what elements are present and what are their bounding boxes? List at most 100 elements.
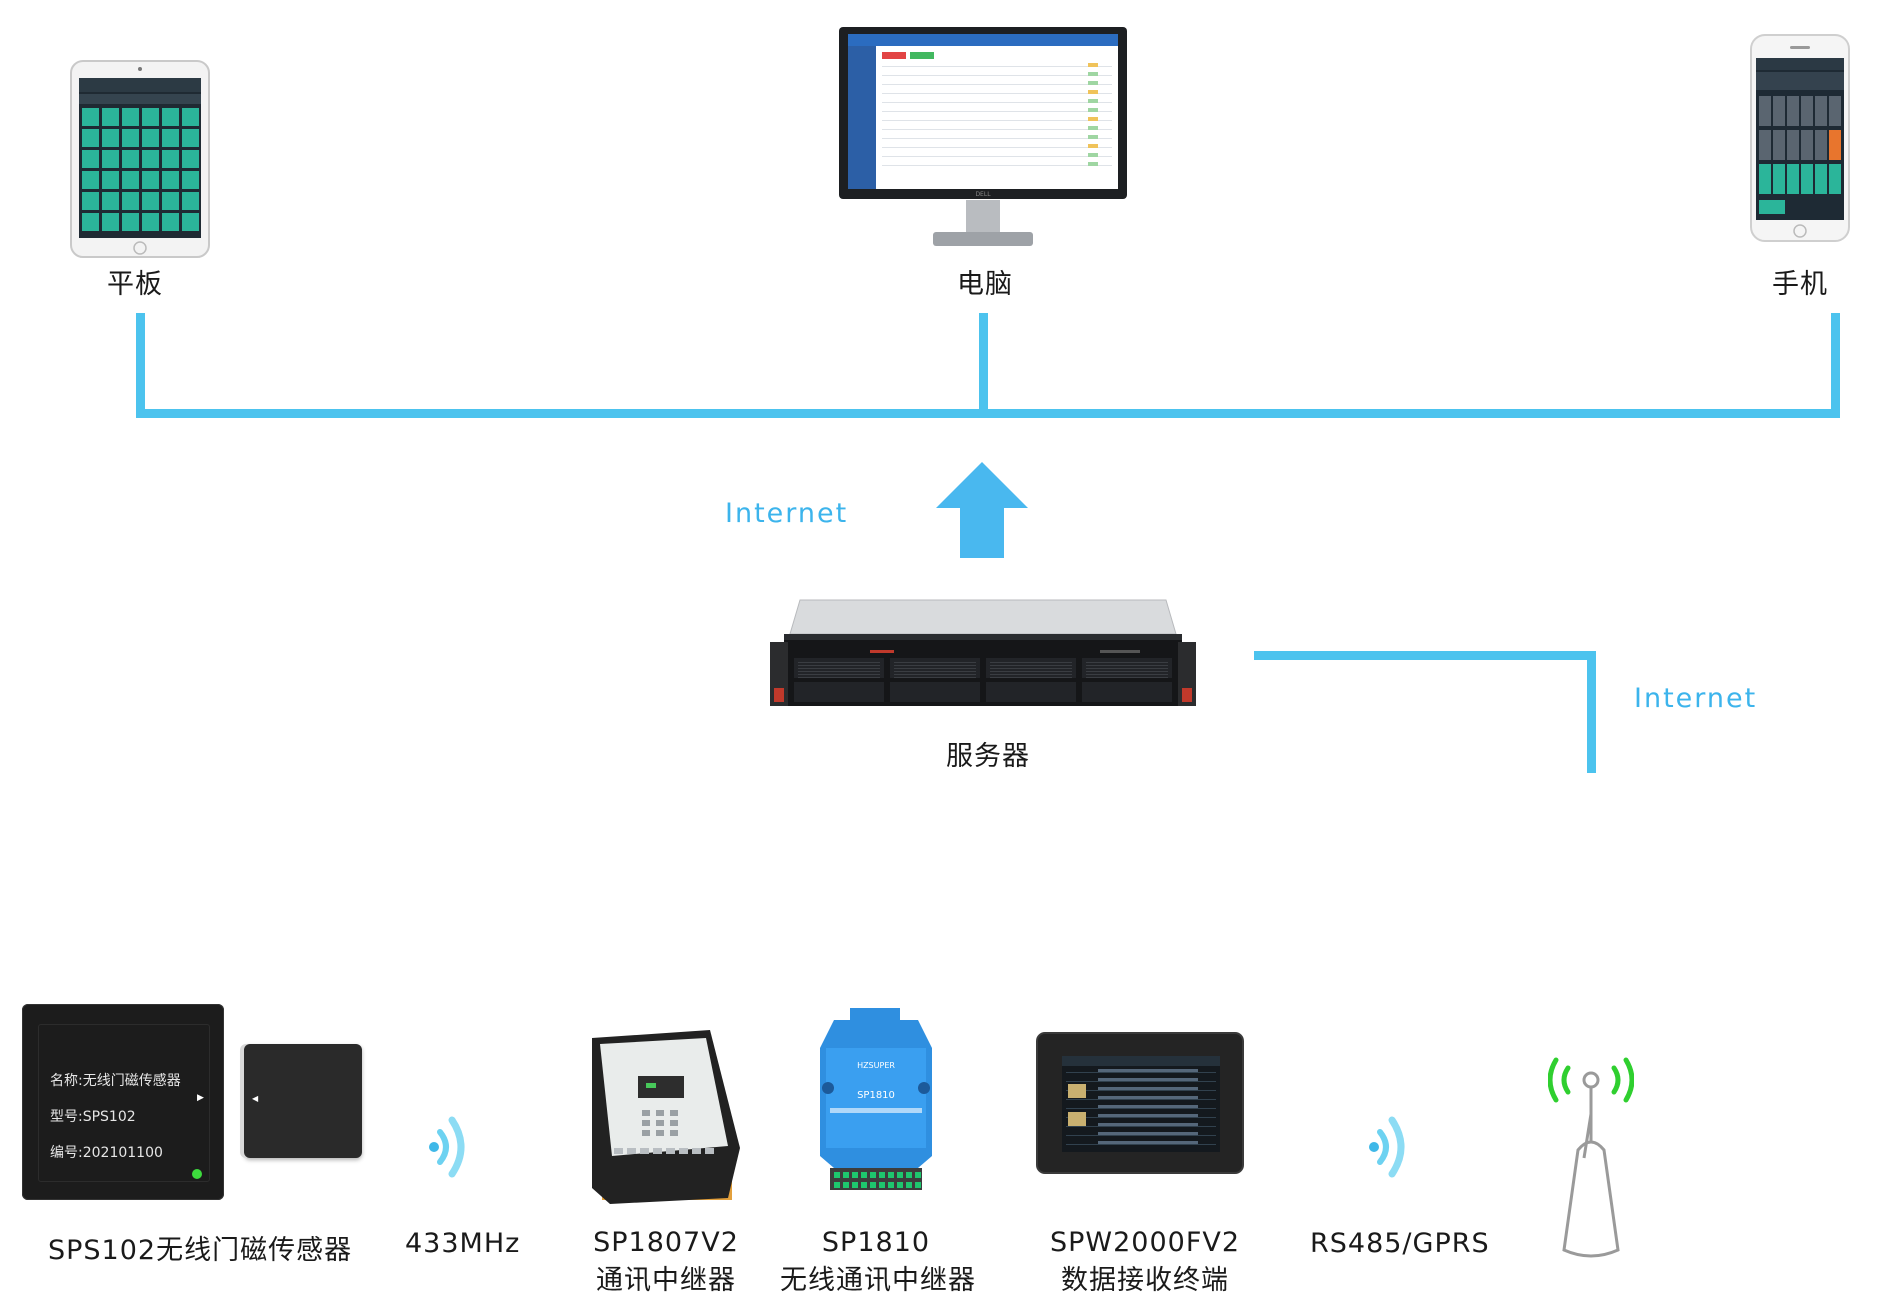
sp1810-terminal bbox=[897, 1172, 903, 1178]
monitor-row-line bbox=[882, 102, 1112, 103]
tablet-tile bbox=[82, 129, 99, 147]
sp1807-port bbox=[666, 1148, 675, 1154]
spw-row-data bbox=[1098, 1114, 1198, 1117]
sp1810-terminal bbox=[834, 1172, 840, 1178]
monitor-row-badge bbox=[1088, 72, 1098, 76]
tablet-tile bbox=[142, 108, 159, 126]
sp1807-label-line1: SP1807V2 bbox=[593, 1227, 739, 1258]
spw-row-line bbox=[1066, 1108, 1216, 1109]
tablet-tile bbox=[142, 192, 159, 210]
sp1810-terminal bbox=[843, 1172, 849, 1178]
monitor-icon: DELL bbox=[839, 27, 1127, 246]
server-bay-grill bbox=[990, 662, 1072, 663]
phone-tile bbox=[1773, 96, 1785, 126]
phone-tile bbox=[1829, 96, 1841, 126]
sp1810-terminal bbox=[861, 1172, 867, 1178]
server-bay-grill bbox=[798, 677, 880, 678]
sp1810-terminal bbox=[906, 1172, 912, 1178]
tablet-tile bbox=[102, 213, 119, 231]
computer-connector bbox=[979, 313, 988, 418]
tablet-tile bbox=[182, 171, 199, 189]
sensor-model: 型号:SPS102 bbox=[50, 1109, 136, 1125]
phone-tile bbox=[1787, 164, 1799, 194]
spw-row-data bbox=[1098, 1132, 1198, 1135]
sp1810-terminal bbox=[897, 1182, 903, 1188]
sp1807-key bbox=[670, 1120, 678, 1126]
sp1810-terminal bbox=[879, 1172, 885, 1178]
internet-label-right: Internet bbox=[1634, 683, 1758, 714]
internet-label-left: Internet bbox=[725, 498, 849, 529]
tablet-device bbox=[70, 60, 210, 258]
phone-icon bbox=[1750, 34, 1850, 242]
server-bay bbox=[1082, 682, 1172, 702]
phone-tile bbox=[1773, 164, 1785, 194]
monitor-row-line bbox=[882, 120, 1112, 121]
tablet-connector bbox=[136, 313, 145, 418]
server-bay-grill bbox=[1086, 668, 1168, 669]
sp1810-terminal bbox=[870, 1172, 876, 1178]
tablet-tile bbox=[122, 171, 139, 189]
sp1807-key bbox=[656, 1110, 664, 1116]
sp1810-terminal bbox=[834, 1182, 840, 1188]
phone-tile bbox=[1815, 130, 1827, 160]
tablet-icon bbox=[70, 60, 210, 258]
arrow-up-icon bbox=[936, 462, 1028, 558]
computer-device: DELL bbox=[838, 26, 1128, 254]
server-bay-grill bbox=[894, 671, 976, 672]
sp1807-key bbox=[670, 1110, 678, 1116]
tablet-tile bbox=[122, 192, 139, 210]
sp1810-terminal bbox=[861, 1182, 867, 1188]
monitor-row-line bbox=[882, 75, 1112, 76]
monitor-row-badge bbox=[1088, 81, 1098, 85]
wifi-signal-icon bbox=[429, 1116, 465, 1178]
monitor-row-badge bbox=[1088, 126, 1098, 130]
svg-text:DELL: DELL bbox=[975, 191, 991, 198]
phone-tile bbox=[1815, 96, 1827, 126]
server-bay-grill bbox=[1086, 671, 1168, 672]
tablet-tile bbox=[162, 192, 179, 210]
monitor-row-line bbox=[882, 138, 1112, 139]
phone-tile bbox=[1787, 96, 1799, 126]
sp1810-terminal bbox=[852, 1182, 858, 1188]
tablet-tile bbox=[82, 171, 99, 189]
server-label: 服务器 bbox=[946, 741, 1030, 772]
monitor-row-badge bbox=[1088, 63, 1098, 67]
tablet-tile bbox=[182, 129, 199, 147]
tablet-tile bbox=[162, 171, 179, 189]
phone-tile bbox=[1801, 130, 1813, 160]
sp1810-terminal bbox=[915, 1172, 921, 1178]
wireless-433-symbol bbox=[428, 1108, 478, 1186]
tablet-tile bbox=[82, 150, 99, 168]
monitor-row-badge bbox=[1088, 153, 1098, 157]
spw-row-data bbox=[1098, 1078, 1198, 1081]
monitor-row-badge bbox=[1088, 144, 1098, 148]
server-bay-grill bbox=[990, 668, 1072, 669]
spw-row-line bbox=[1066, 1126, 1216, 1127]
spw-row-line bbox=[1066, 1117, 1216, 1118]
sp1810-terminal bbox=[915, 1182, 921, 1188]
tablet-tile bbox=[82, 108, 99, 126]
sp1810-terminal bbox=[906, 1182, 912, 1188]
server-bay-grill bbox=[990, 677, 1072, 678]
phone-tile bbox=[1829, 164, 1841, 194]
tablet-tile bbox=[182, 213, 199, 231]
antenna-tower bbox=[1548, 1054, 1634, 1260]
sp1807-key bbox=[656, 1120, 664, 1126]
spw-row-data bbox=[1098, 1087, 1198, 1090]
phone-tile bbox=[1759, 164, 1771, 194]
rail-repeater-icon: HZSUPER SP1810 bbox=[820, 1008, 932, 1190]
spw-row-data bbox=[1098, 1096, 1198, 1099]
monitor-row-badge bbox=[1088, 117, 1098, 121]
sp1810-terminal bbox=[843, 1182, 849, 1188]
tablet-tile bbox=[142, 171, 159, 189]
tablet-tile bbox=[122, 129, 139, 147]
tablet-tile bbox=[102, 192, 119, 210]
server-bay-grill bbox=[894, 662, 976, 663]
top-bus-line bbox=[136, 409, 1840, 418]
magnet-arrow-icon: ◀ bbox=[252, 1094, 259, 1103]
server-bay-grill bbox=[798, 674, 880, 675]
monitor-row-line bbox=[882, 156, 1112, 157]
sp1807-port bbox=[679, 1148, 688, 1154]
sp1807-port bbox=[705, 1148, 714, 1154]
server-bay-grill bbox=[990, 671, 1072, 672]
